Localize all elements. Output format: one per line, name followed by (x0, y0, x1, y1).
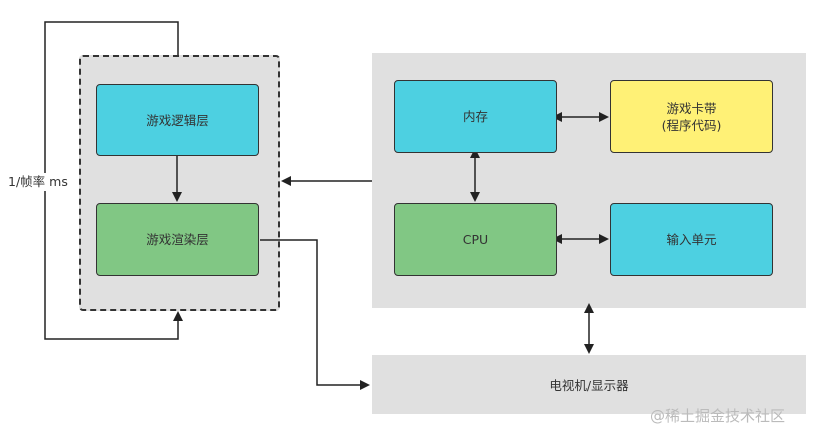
cpu-label: CPU (462, 232, 489, 247)
game-logic-layer-label: 游戏逻辑层 (146, 112, 209, 128)
game-cartridge-label: 游戏卡带 (程序代码) (661, 100, 722, 133)
game-cartridge-box: 游戏卡带 (程序代码) (610, 80, 773, 153)
cpu-box: CPU (394, 203, 557, 276)
render-to-display-arrow (260, 239, 370, 390)
input-unit-box: 输入单元 (610, 203, 773, 276)
loop-label: 1/帧率 ms (6, 173, 70, 191)
display-panel: 电视机/显示器 (372, 355, 806, 414)
input-unit-label: 输入单元 (666, 232, 717, 247)
memory-box: 内存 (394, 80, 557, 153)
game-render-layer-box: 游戏渲染层 (96, 203, 259, 276)
game-logic-layer-box: 游戏逻辑层 (96, 84, 259, 156)
watermark-text: @稀土掘金技术社区 (650, 407, 786, 425)
memory-label: 内存 (462, 109, 488, 124)
display-label: 电视机/显示器 (549, 378, 629, 393)
game-render-layer-label: 游戏渲染层 (146, 232, 209, 247)
